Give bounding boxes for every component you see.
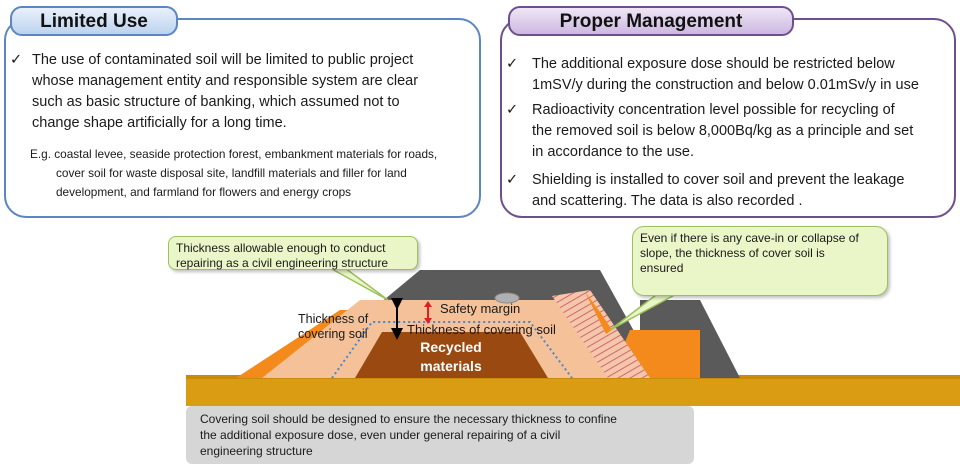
callout-line: ensured (640, 261, 684, 275)
check-icon: ✓ (10, 52, 23, 68)
note-line: Covering soil should be designed to ensu… (200, 412, 617, 426)
limited-use-title: Limited Use (10, 6, 178, 36)
bullet-line: and scattering. The data is also recorde… (532, 193, 803, 209)
collapsed-slope (552, 290, 650, 378)
note-line: the additional exposure dose, even under… (200, 428, 561, 442)
bullet-line: Radioactivity concentration level possib… (532, 102, 895, 118)
callout-line: Thickness allowable enough to conduct (176, 241, 386, 255)
recycled-materials-block (355, 332, 548, 378)
callout-collapse: Even if there is any cave-in or collapse… (632, 226, 888, 296)
bullet-line: The use of contaminated soil will be lim… (32, 52, 414, 68)
bullet-line: in accordance to the use. (532, 144, 695, 160)
label-line: materials (420, 358, 482, 374)
label-line: Recycled (420, 339, 482, 355)
pebble (494, 292, 520, 304)
bullet-line: whose management entity and responsible … (32, 73, 419, 89)
proper-management-title: Proper Management (508, 6, 794, 36)
check-icon: ✓ (506, 56, 519, 72)
ground-layer (186, 378, 960, 406)
slope-edge (585, 292, 612, 334)
bullet-line: the removed soil is below 8,000Bq/kg as … (532, 123, 914, 139)
label-thickness-left: Thickness of covering soil (298, 312, 368, 342)
note-line: engineering structure (200, 444, 313, 458)
example-line: cover soil for waste disposal site, land… (56, 166, 407, 180)
callout-line: slope, the thickness of cover soil is (640, 246, 825, 260)
bottom-note: Covering soil should be designed to ensu… (186, 406, 694, 464)
bullet-line: such as basic structure of banking, whic… (32, 94, 400, 110)
check-icon: ✓ (506, 172, 519, 188)
examples: E.g. coastal levee, seaside protection f… (30, 145, 437, 202)
example-line: E.g. coastal levee, seaside protection f… (30, 147, 438, 161)
label-safety-margin: Safety margin (440, 301, 521, 316)
label-thickness-center: Thickness of covering soil (407, 322, 556, 337)
limited-use-panel (4, 18, 481, 218)
callout-line: Even if there is any cave-in or collapse… (640, 231, 859, 245)
bullet-line: 1mSV/y during the construction and below… (532, 77, 919, 93)
proper-management-panel (500, 18, 956, 218)
example-line: development, and farmland for flowers an… (56, 185, 352, 199)
callout-line: repairing as a civil engineering structu… (176, 256, 389, 270)
safety-arrow-head-up (424, 301, 432, 307)
bullet-line: change shape artificially for a long tim… (32, 115, 287, 131)
bullet-line: The additional exposure dose should be r… (532, 56, 895, 72)
check-icon: ✓ (506, 102, 519, 118)
bullet-line: Shielding is installed to cover soil and… (532, 172, 905, 188)
label-line: covering soil (298, 327, 368, 341)
callout-repairing: Thickness allowable enough to conduct re… (168, 236, 418, 270)
label-line: Thickness of (298, 312, 369, 326)
label-recycled-materials: Recycled materials (410, 338, 492, 376)
dotted-boundary (331, 321, 573, 379)
callout-left-pointer (329, 267, 389, 301)
safety-arrow-head-down (424, 318, 432, 324)
